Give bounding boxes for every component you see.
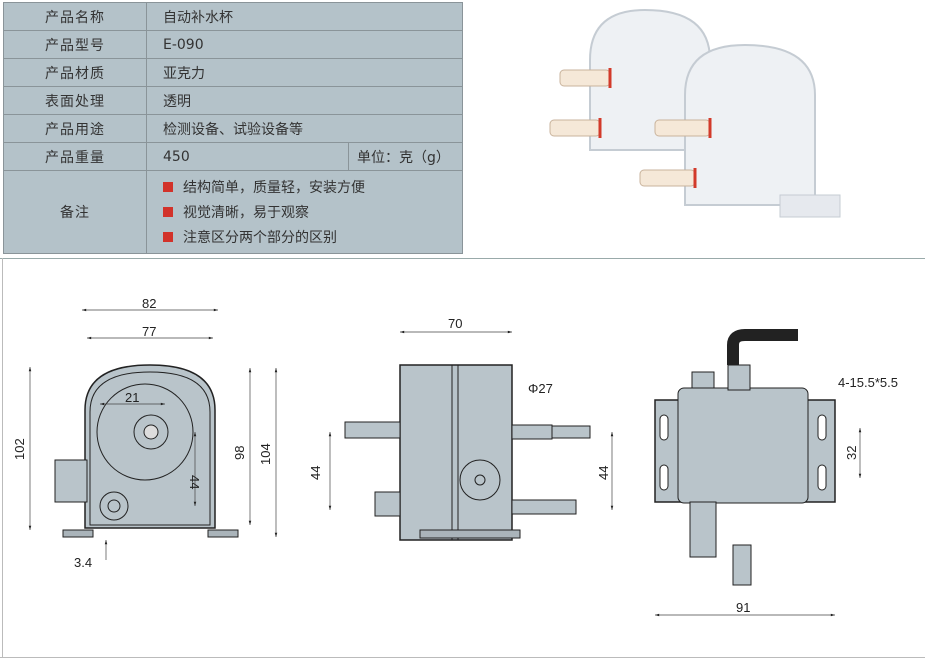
list-item: 结构简单，质量轻，安装方便: [163, 175, 462, 200]
row-label: 产品材质: [3, 58, 147, 87]
divider: [0, 258, 925, 259]
back-view: 4-15.5*5.5 32 91: [654, 329, 898, 617]
notes-list: 结构简单，质量轻，安装方便 视觉清晰，易于观察 注意区分两个部分的区别: [146, 170, 463, 254]
dim-104: 104: [258, 443, 273, 465]
dim-102: 102: [12, 438, 27, 460]
dim-82: 82: [142, 296, 156, 311]
weight-unit: 单位：克（g）: [348, 142, 463, 171]
row-value: 亚克力: [146, 58, 463, 87]
table-row: 备注 结构简单，质量轻，安装方便 视觉清晰，易于观察 注意区分两个部分的区别: [3, 170, 463, 254]
row-value: 检测设备、试验设备等: [146, 114, 463, 143]
dim-77: 77: [142, 324, 156, 339]
list-item: 视觉清晰，易于观察: [163, 200, 462, 225]
bullet-icon: [163, 232, 173, 242]
row-label: 产品名称: [3, 2, 147, 31]
dim-32: 32: [844, 446, 859, 460]
row-label: 表面处理: [3, 86, 147, 115]
row-value: 450: [146, 142, 349, 171]
row-label: 产品用途: [3, 114, 147, 143]
row-label: 备注: [3, 170, 147, 254]
bullet-icon: [163, 182, 173, 192]
dim-slots: 4-15.5*5.5: [838, 375, 898, 390]
divider: [2, 258, 3, 658]
bullet-icon: [163, 207, 173, 217]
note-text: 视觉清晰，易于观察: [183, 205, 309, 221]
note-text: 注意区分两个部分的区别: [183, 230, 337, 246]
dim-21: 21: [125, 390, 139, 405]
dim-98: 98: [232, 446, 247, 460]
row-label: 产品重量: [3, 142, 147, 171]
dim-44: 44: [187, 475, 202, 489]
dim-70: 70: [448, 316, 462, 331]
row-label: 产品型号: [3, 30, 147, 59]
row-value: 自动补水杯: [146, 2, 463, 31]
list-item: 注意区分两个部分的区别: [163, 225, 462, 250]
front-view: 82 77 21 44 102 98 104 3.4: [12, 296, 278, 570]
dim-44-left: 44: [308, 466, 323, 480]
table-row: 产品名称自动补水杯: [3, 2, 463, 31]
table-row: 产品用途检测设备、试验设备等: [3, 114, 463, 143]
note-text: 结构简单，质量轻，安装方便: [183, 180, 365, 196]
dim-3-4: 3.4: [74, 555, 92, 570]
dim-phi27: Φ27: [528, 381, 553, 396]
product-photo: [549, 8, 841, 218]
side-view: 70 Φ27 44 44: [308, 316, 614, 541]
dim-91: 91: [736, 600, 750, 615]
table-row: 表面处理透明: [3, 86, 463, 115]
technical-drawing: 82 77 21 44 102 98 104 3.4 70 Φ27 44 44 …: [12, 296, 898, 617]
dim-44-right: 44: [596, 466, 611, 480]
table-row: 产品材质亚克力: [3, 58, 463, 87]
divider: [0, 657, 925, 658]
row-value: E-090: [146, 30, 463, 59]
row-value: 透明: [146, 86, 463, 115]
